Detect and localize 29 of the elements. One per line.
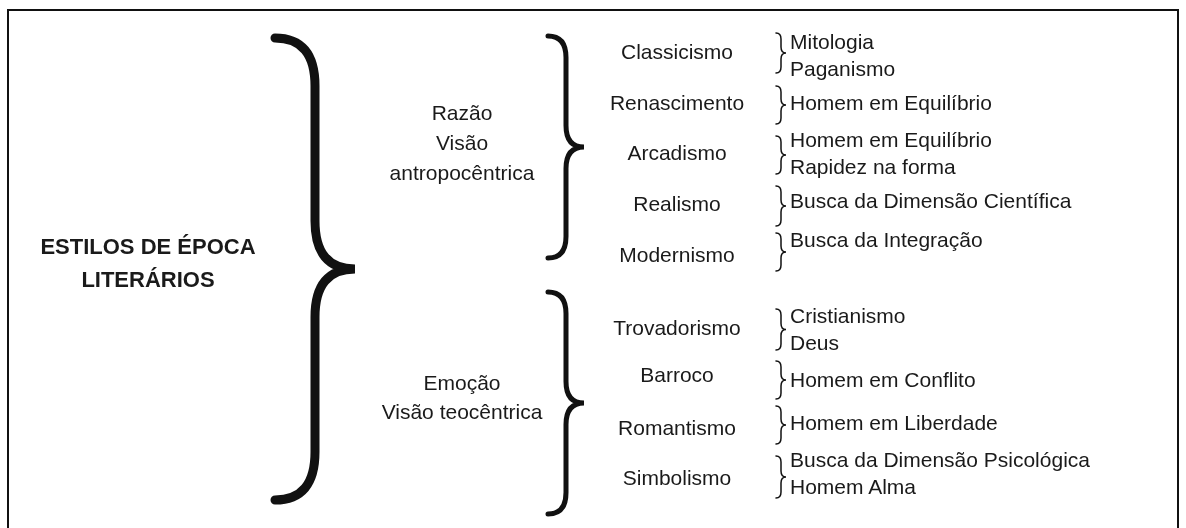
trait-text: Busca da Dimensão Psicológica — [790, 448, 1090, 472]
period-name: Arcadismo — [627, 141, 727, 165]
period-name: Trovadorismo — [613, 316, 741, 340]
trait-text: Homem em Conflito — [790, 368, 976, 392]
trait-text: Busca da Integração — [790, 228, 983, 252]
category-label: Visão — [435, 131, 489, 155]
trait-text: Busca da Dimensão Científica — [790, 189, 1072, 213]
trait-text: Cristianismo — [790, 304, 906, 328]
category-label: Razão — [431, 101, 493, 125]
trait-text: Homem em Equilíbrio — [790, 91, 992, 115]
period-name: Modernismo — [619, 243, 735, 267]
trait-text: Homem Alma — [790, 475, 917, 499]
period-name: Realismo — [633, 192, 721, 216]
trait-text: Mitologia — [790, 30, 875, 54]
trait-text: Homem em Equilíbrio — [790, 128, 992, 152]
trait-text: Deus — [790, 331, 840, 355]
period-name: Classicismo — [621, 40, 733, 64]
trait-text: Paganismo — [790, 57, 896, 81]
category-label: Visão teocêntrica — [381, 400, 543, 424]
period-name: Romantismo — [618, 416, 736, 440]
category-label: Emoção — [423, 371, 501, 395]
heading-text: ESTILOS DE ÉPOCA — [40, 234, 256, 260]
period-name: Simbolismo — [622, 466, 732, 490]
trait-text: Rapidez na forma — [790, 155, 956, 179]
trait-text: Homem em Liberdade — [790, 411, 998, 435]
category-label: antropocêntrica — [389, 161, 535, 185]
heading-text: LITERÁRIOS — [81, 267, 215, 293]
period-name: Renascimento — [609, 91, 745, 115]
period-name: Barroco — [640, 363, 714, 387]
